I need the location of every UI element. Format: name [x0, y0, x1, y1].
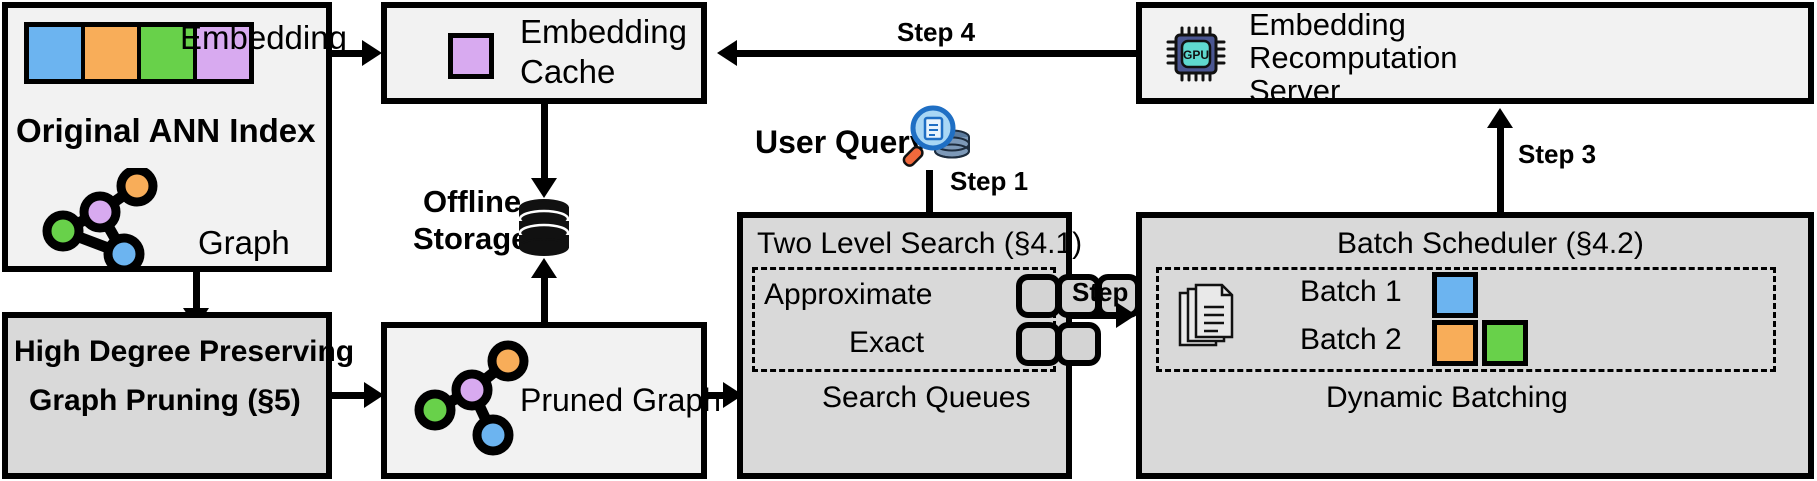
arrow-prunedgraph-to-storage-line: [541, 276, 548, 322]
database-cylinder-icon: [518, 199, 570, 256]
arrow-step3-head: [1487, 108, 1513, 128]
svg-text:GPU: GPU: [1183, 48, 1209, 62]
arrow-step1-line: [926, 170, 933, 222]
offline-storage-label-line2: Storage: [413, 221, 529, 256]
embedding-cell-blue: [29, 27, 81, 79]
arrow-index-to-cache-head: [362, 40, 382, 66]
embedding-cache-swatch: [448, 33, 494, 79]
arrow-prunedgraph-to-storage-head: [531, 258, 557, 278]
graph-pruning-box: [2, 312, 332, 479]
arrow-index-to-pruning-line: [193, 272, 200, 312]
arrow-step4-head: [717, 40, 737, 66]
arrow-cache-to-storage-line: [541, 104, 548, 182]
arrow-step2-head: [1116, 302, 1136, 328]
embedding-cache-title-line1: Embedding: [520, 13, 687, 50]
original-index-title: Original ANN Index: [16, 112, 316, 149]
embedding-strip: [24, 22, 254, 84]
documents-stack-icon: [1178, 283, 1234, 347]
arrow-step2-line: [1072, 312, 1120, 319]
step1-label: Step 1: [950, 166, 1029, 196]
arrow-step3-line: [1497, 126, 1504, 214]
embedding-cache-title-line2: Cache: [520, 53, 616, 90]
embedding-label: Embedding: [180, 19, 347, 56]
search-queues-footer: Search Queues: [822, 381, 1031, 414]
arrow-prunedgraph-to-search-line: [707, 392, 729, 399]
two-level-search-title: Two Level Search (§4.1): [757, 227, 1083, 260]
batch-scheduler-title: Batch Scheduler (§4.2): [1337, 227, 1644, 260]
step3-label: Step 3: [1518, 139, 1597, 169]
search-database-icon: [902, 105, 970, 167]
arrow-pruning-to-prunedgraph-line: [332, 392, 366, 399]
exact-queue-slot-1: [1016, 322, 1061, 366]
embedding-cell-orange: [85, 27, 137, 79]
arrow-pruning-to-prunedgraph-head: [364, 382, 384, 408]
step4-label: Step 4: [897, 17, 976, 47]
recomputation-server-title-line1: Embedding: [1249, 7, 1406, 42]
pruned-graph-label: Pruned Graph: [520, 382, 722, 418]
batch-2-swatch-orange: [1432, 320, 1478, 366]
batch-1-label: Batch 1: [1300, 275, 1402, 308]
approximate-queue-slot-1: [1016, 274, 1061, 318]
arrow-index-to-cache-line: [332, 50, 364, 57]
recomputation-server-box: [1136, 2, 1814, 104]
graph-pruning-line1: High Degree Preserving: [14, 335, 355, 368]
graph-label: Graph: [198, 224, 290, 261]
batch-1-swatch-blue: [1432, 272, 1478, 318]
offline-storage-label-line1: Offline: [423, 184, 522, 219]
exact-queue-slot-2: [1056, 322, 1101, 366]
pruned-graph-icon: [414, 340, 529, 456]
batch-2-label: Batch 2: [1300, 323, 1402, 356]
arrow-cache-to-storage-head: [531, 178, 557, 198]
dynamic-batching-footer: Dynamic Batching: [1326, 381, 1568, 414]
dynamic-batching-dashed-panel: [1156, 267, 1776, 372]
exact-row-label: Exact: [849, 326, 925, 359]
search-queues-dashed-panel: [752, 267, 1056, 372]
batch-2-swatch-green: [1482, 320, 1528, 366]
arrow-step4-line: [737, 50, 1136, 57]
graph-pruning-line2: Graph Pruning (§5): [29, 384, 301, 417]
embedding-cell-purple: [197, 27, 249, 79]
recomputation-server-title-line3: Server: [1249, 73, 1341, 108]
gpu-chip-icon: GPU: [1166, 26, 1226, 82]
approximate-row-label: Approximate: [764, 278, 933, 311]
recomputation-server-title-line2: Recomputation: [1249, 40, 1458, 75]
original-graph-icon: [42, 168, 158, 268]
embedding-cell-green: [141, 27, 193, 79]
embedding-cache-box: [381, 2, 707, 104]
